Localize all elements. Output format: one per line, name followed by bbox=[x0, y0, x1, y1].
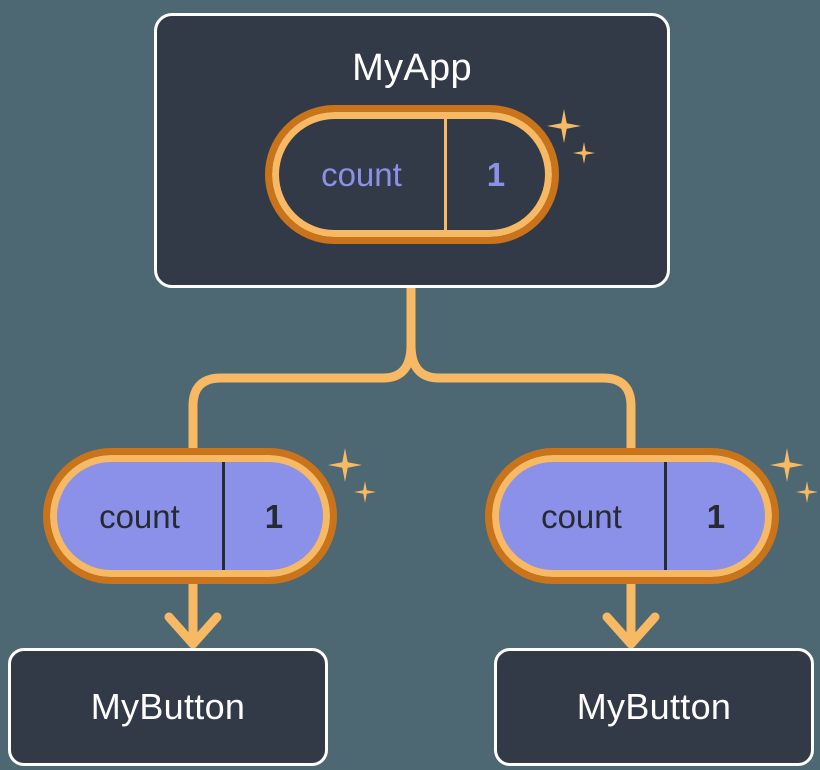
component-title-mybutton-left: MyButton bbox=[90, 686, 246, 727]
arrowhead-right bbox=[602, 612, 660, 649]
wire-to-left-state bbox=[188, 340, 416, 460]
component-card-mybutton-right[interactable]: MyButton bbox=[494, 648, 814, 766]
state-key-right: count bbox=[541, 497, 622, 535]
sparkle-icon bbox=[328, 448, 362, 482]
state-value-right: 1 bbox=[663, 462, 765, 570]
state-pill-left[interactable]: count 1 bbox=[43, 448, 337, 584]
arrowhead-left bbox=[164, 612, 222, 649]
sparkle-icon bbox=[796, 481, 818, 503]
component-title-myapp: MyApp bbox=[352, 47, 472, 89]
state-key-myapp: count bbox=[321, 156, 402, 193]
wire-to-right-state bbox=[406, 340, 636, 460]
sparkle-icon bbox=[354, 481, 376, 503]
state-pill-myapp[interactable]: count 1 bbox=[265, 105, 559, 244]
state-pill-right[interactable]: count 1 bbox=[485, 448, 779, 584]
state-value-left: 1 bbox=[221, 462, 323, 570]
sparkle-icon bbox=[770, 448, 804, 482]
component-card-mybutton-left[interactable]: MyButton bbox=[8, 648, 328, 766]
state-value-myapp: 1 bbox=[443, 119, 545, 230]
component-title-mybutton-right: MyButton bbox=[576, 686, 732, 727]
state-key-left: count bbox=[99, 497, 180, 535]
